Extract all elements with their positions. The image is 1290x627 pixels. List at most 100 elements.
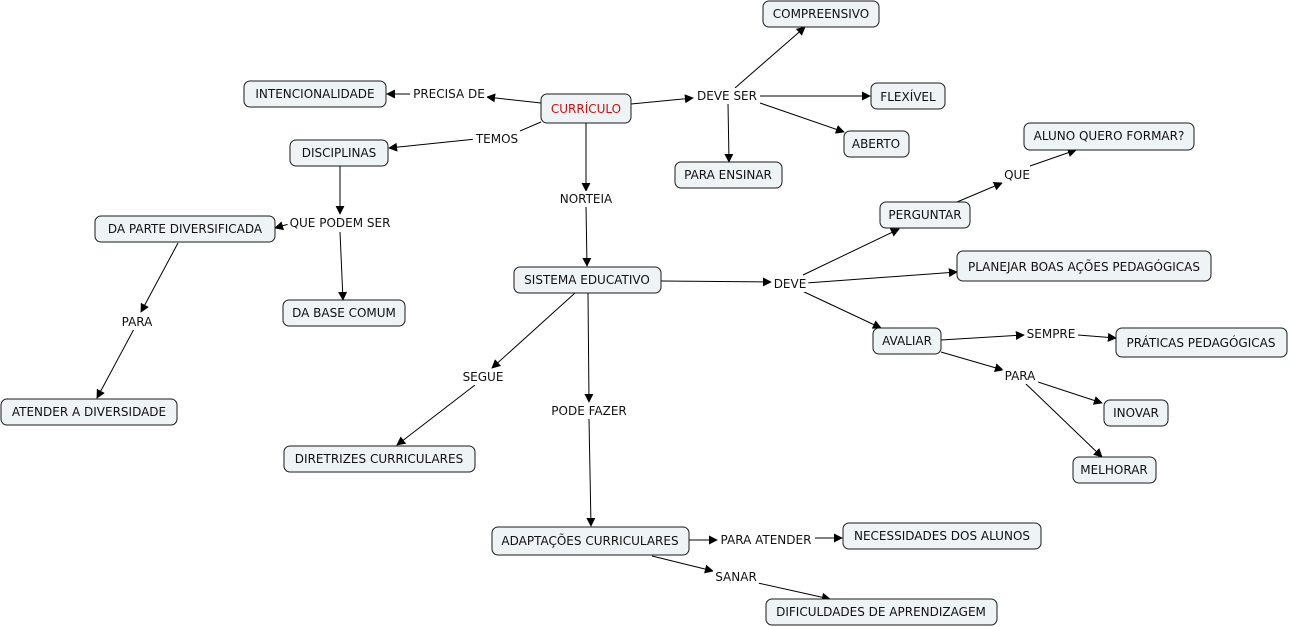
link-label-background bbox=[771, 276, 809, 292]
node-necessidades[interactable]: NECESSIDADES DOS ALUNOS bbox=[842, 522, 1042, 550]
node-disciplinas[interactable]: DISCIPLINAS bbox=[289, 139, 389, 167]
node-disciplinas-label: DISCIPLINAS bbox=[302, 146, 377, 160]
link-label-background bbox=[460, 369, 506, 385]
node-adaptacoes-label: ADAPTAÇÕES CURRICULARES bbox=[501, 533, 678, 548]
link-norteia: NORTEIA bbox=[560, 192, 613, 206]
link-label-background bbox=[472, 131, 521, 147]
edge-deveser-compreensivo bbox=[734, 26, 806, 89]
node-compreensivo-label: COMPREENSIVO bbox=[773, 7, 870, 21]
edge-perguntar-que bbox=[956, 182, 1003, 203]
link-segue: SEGUE bbox=[463, 370, 504, 384]
node-avaliar-label: AVALIAR bbox=[882, 334, 932, 348]
node-perguntar[interactable]: PERGUNTAR bbox=[879, 201, 971, 229]
node-melhorar-label: MELHORAR bbox=[1080, 463, 1148, 477]
link-label-background bbox=[549, 403, 629, 419]
node-flexivel-label: FLEXÍVEL bbox=[880, 89, 936, 104]
edge-curriculo-precisa bbox=[486, 93, 542, 104]
link-label-background bbox=[1024, 326, 1078, 342]
edge-avaliar-sempre bbox=[940, 330, 1025, 341]
edge-quepodemser-basecomum bbox=[338, 231, 348, 301]
edge-deve-planejar bbox=[805, 268, 958, 284]
node-aberto-label: ABERTO bbox=[852, 137, 900, 151]
link-sempre: SEMPRE bbox=[1027, 327, 1076, 341]
edge-deve-avaliar bbox=[799, 289, 882, 329]
node-base-comum[interactable]: DA BASE COMUM bbox=[282, 299, 406, 327]
node-intencionalidade[interactable]: INTENCIONALIDADE bbox=[243, 80, 387, 108]
link-deve-ser: DEVE SER bbox=[697, 89, 757, 103]
node-aberto[interactable]: ABERTO bbox=[843, 130, 910, 158]
link-label-background bbox=[119, 314, 156, 330]
link-deve: DEVE bbox=[774, 277, 807, 291]
node-inovar-label: INOVAR bbox=[1113, 406, 1159, 420]
link-label-background bbox=[713, 569, 759, 585]
edge-que-aluno bbox=[1029, 148, 1077, 167]
node-inovar[interactable]: INOVAR bbox=[1103, 399, 1169, 427]
edge-para-inovar bbox=[1034, 380, 1103, 405]
edge-deve-perguntar bbox=[802, 228, 900, 276]
node-avaliar[interactable]: AVALIAR bbox=[872, 327, 942, 355]
node-praticas[interactable]: PRÁTICAS PEDAGÓGICAS bbox=[1115, 327, 1288, 358]
node-diretrizes-label: DIRETRIZES CURRICULARES bbox=[295, 452, 463, 466]
link-label-background bbox=[1002, 368, 1039, 384]
node-parte-diversificada-label: DA PARTE DIVERSIFICADA bbox=[108, 222, 263, 236]
edge-curriculo-temos bbox=[519, 121, 542, 132]
node-flexivel[interactable]: FLEXÍVEL bbox=[870, 82, 946, 110]
node-intencionalidade-label: INTENCIONALIDADE bbox=[255, 87, 374, 101]
node-aluno-formar-label: ALUNO QUERO FORMAR? bbox=[1034, 129, 1185, 143]
link-label-background bbox=[695, 88, 759, 104]
node-dificuldades-label: DIFICULDADES DE APRENDIZAGEM bbox=[776, 605, 986, 619]
edge-sempre-praticas bbox=[1077, 332, 1117, 342]
node-parte-diversificada[interactable]: DA PARTE DIVERSIFICADA bbox=[94, 215, 276, 243]
edge-temos-disciplinas bbox=[388, 138, 477, 152]
node-praticas-label: PRÁTICAS PEDAGÓGICAS bbox=[1127, 335, 1276, 350]
edge-sanar-dificuldades bbox=[757, 582, 831, 602]
edge-curriculo-deveser bbox=[630, 94, 694, 105]
node-perguntar-label: PERGUNTAR bbox=[888, 208, 961, 222]
link-precisa-de: PRECISA DE bbox=[413, 87, 485, 101]
node-sistema-educativo[interactable]: SISTEMA EDUCATIVO bbox=[513, 266, 662, 294]
link-que: QUE bbox=[1004, 168, 1030, 182]
node-compreensivo[interactable]: COMPREENSIVO bbox=[762, 0, 880, 28]
edge-avaliar-para bbox=[940, 351, 1004, 373]
node-para-ensinar[interactable]: PARA ENSINAR bbox=[674, 161, 783, 189]
edge-sistema-deve bbox=[660, 277, 772, 287]
node-diretrizes[interactable]: DIRETRIZES CURRICULARES bbox=[283, 445, 476, 473]
connector-lines bbox=[96, 26, 1117, 602]
edge-segue-diretrizes bbox=[396, 384, 476, 446]
link-para-diversidade: PARA bbox=[122, 315, 154, 329]
node-atender-diversidade[interactable]: ATENDER A DIVERSIDADE bbox=[0, 398, 178, 426]
link-label-background bbox=[287, 215, 393, 231]
link-labels: PRECISA DE TEMOS QUE PODEM SER PARA DEVE… bbox=[119, 86, 1078, 585]
node-aluno-formar[interactable]: ALUNO QUERO FORMAR? bbox=[1023, 122, 1195, 151]
edge-sistema-podefazer bbox=[584, 292, 594, 403]
edge-para-melhorar bbox=[1024, 382, 1103, 458]
edge-deveser-paraensinar bbox=[724, 102, 734, 163]
edge-norteia-sistema bbox=[582, 205, 592, 267]
link-pode-fazer: PODE FAZER bbox=[551, 404, 626, 418]
link-label-background bbox=[718, 532, 814, 548]
edge-deveser-aberto bbox=[759, 102, 845, 134]
link-temos: TEMOS bbox=[475, 132, 518, 146]
node-adaptacoes[interactable]: ADAPTAÇÕES CURRICULARES bbox=[491, 526, 690, 556]
node-dificuldades[interactable]: DIFICULDADES DE APRENDIZAGEM bbox=[765, 598, 998, 626]
edge-adaptacoes-sanar bbox=[651, 555, 714, 574]
node-para-ensinar-label: PARA ENSINAR bbox=[684, 168, 772, 182]
link-que-podem-ser: QUE PODEM SER bbox=[290, 216, 391, 230]
link-sanar: SANAR bbox=[715, 570, 757, 584]
node-melhorar[interactable]: MELHORAR bbox=[1072, 456, 1157, 484]
node-necessidades-label: NECESSIDADES DOS ALUNOS bbox=[854, 529, 1030, 543]
node-planejar[interactable]: PLANEJAR BOAS AÇÕES PEDAGÓGICAS bbox=[956, 250, 1212, 282]
edge-diversificada-para bbox=[140, 242, 179, 313]
node-curriculo[interactable]: CURRÍCULO bbox=[540, 93, 632, 124]
node-curriculo-label: CURRÍCULO bbox=[551, 101, 621, 116]
node-base-comum-label: DA BASE COMUM bbox=[292, 306, 396, 320]
edge-para-atender bbox=[96, 328, 135, 399]
link-para-avaliar: PARA bbox=[1005, 369, 1037, 383]
link-label-background bbox=[557, 191, 616, 207]
link-para-atender: PARA ATENDER bbox=[721, 533, 812, 547]
node-planejar-label: PLANEJAR BOAS AÇÕES PEDAGÓGICAS bbox=[968, 259, 1200, 274]
link-label-background bbox=[1002, 167, 1032, 183]
node-atender-diversidade-label: ATENDER A DIVERSIDADE bbox=[12, 405, 166, 419]
